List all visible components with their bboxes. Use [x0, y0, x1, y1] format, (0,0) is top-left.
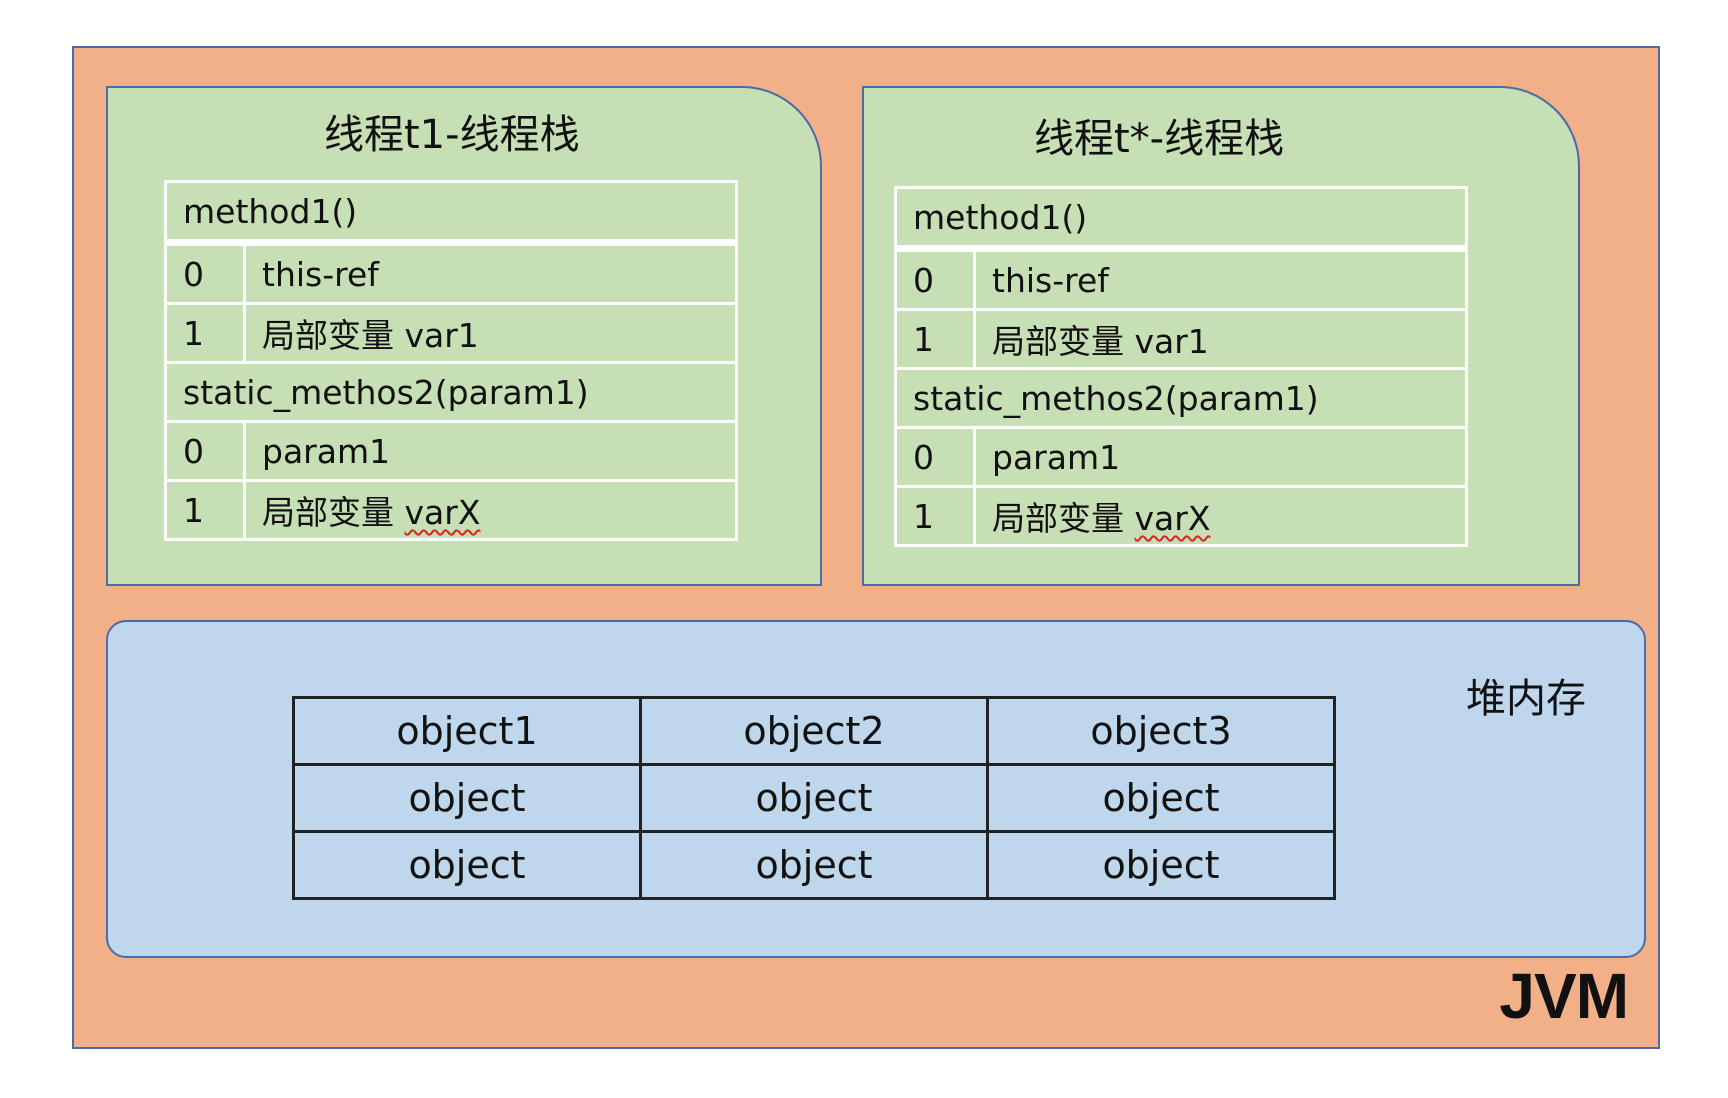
slot-value: this-ref [243, 241, 738, 305]
heap-row: object object object [292, 763, 1336, 833]
slot-index: 0 [164, 241, 246, 305]
slot-value-prefix: 局部变量 [262, 493, 405, 532]
slot-index: 0 [894, 426, 976, 488]
slot-index: 1 [164, 302, 246, 364]
slot-value: param1 [243, 420, 738, 482]
heap-row: object object object [292, 830, 1336, 900]
frame-method-row: method1() [894, 186, 1468, 252]
frame-method-name: static_methos2(param1) [164, 361, 738, 423]
heap-objects-table: object1 object2 object3 object object ob… [292, 696, 1336, 900]
heap-object: object [639, 830, 989, 900]
slot-value-prefix: 局部变量 [992, 499, 1135, 538]
slot-index: 1 [164, 479, 246, 541]
slot-value: 局部变量 varX [243, 479, 738, 541]
frame-method-row: static_methos2(param1) [894, 367, 1468, 429]
slot-value: 局部变量 var1 [243, 302, 738, 364]
heap-memory: 堆内存 object1 object2 object3 object objec… [106, 620, 1646, 958]
heap-object: object [986, 830, 1336, 900]
frame-method-row: static_methos2(param1) [164, 361, 738, 423]
stack-title: 线程t1-线程栈 [324, 112, 580, 158]
slot-index: 1 [894, 308, 976, 370]
slot-value-word: varX [404, 493, 481, 532]
heap-object: object [986, 763, 1336, 833]
slot-value: param1 [973, 426, 1468, 488]
heap-object: object [292, 830, 642, 900]
frame-method-name: static_methos2(param1) [894, 367, 1468, 429]
slot-index: 0 [894, 247, 976, 311]
heap-object: object2 [639, 696, 989, 766]
heap-row: object1 object2 object3 [292, 696, 1336, 766]
heap-object: object [639, 763, 989, 833]
stack-title: 线程t*-线程栈 [1034, 116, 1285, 162]
slot-value-word: varX [1134, 499, 1211, 538]
heap-object: object [292, 763, 642, 833]
slot-index: 0 [164, 420, 246, 482]
frame-method-row: method1() [164, 180, 738, 246]
slot-index: 1 [894, 485, 976, 547]
slot-value: 局部变量 varX [973, 485, 1468, 547]
heap-title: 堆内存 [1466, 676, 1586, 722]
heap-object: object3 [986, 696, 1336, 766]
slot-value: this-ref [973, 247, 1468, 311]
frame-method-name: method1() [164, 180, 738, 246]
slot-value: 局部变量 var1 [973, 308, 1468, 370]
jvm-label: JVM [1499, 960, 1629, 1032]
frame-method-name: method1() [894, 186, 1468, 252]
heap-object: object1 [292, 696, 642, 766]
